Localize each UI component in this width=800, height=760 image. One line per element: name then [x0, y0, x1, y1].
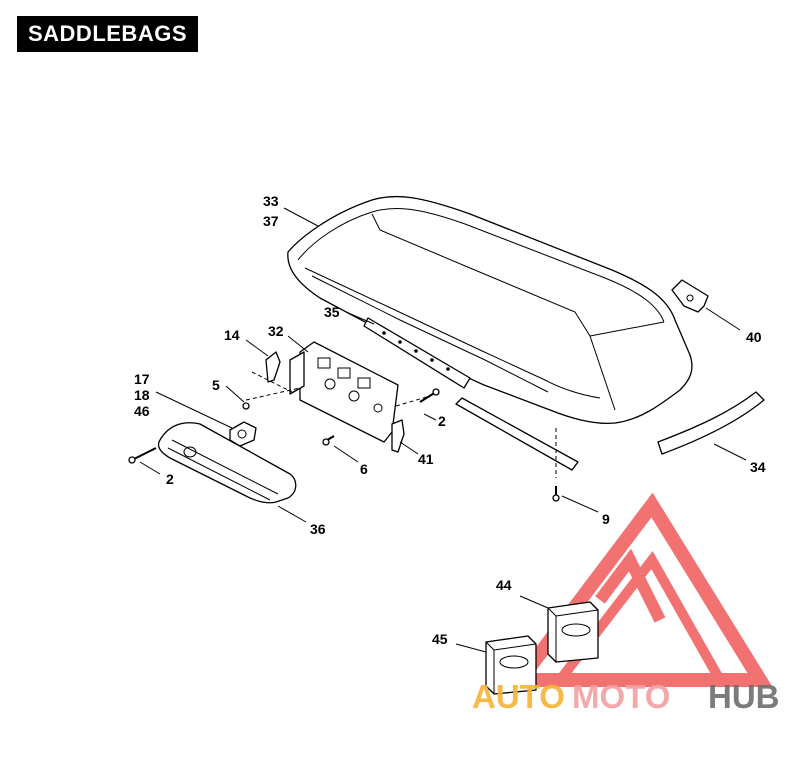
callout-40: 40	[746, 329, 762, 345]
emblem-box-44	[547, 601, 599, 663]
screw-9	[552, 486, 560, 502]
hinge-bracket	[671, 279, 709, 313]
emblem-box-45	[485, 635, 537, 695]
screw-6	[322, 435, 335, 446]
watermark-wordmark: AUTO MOTO HUB	[472, 678, 780, 715]
callout-2-right: 2	[438, 413, 446, 429]
watermark-logo-icon	[505, 492, 773, 687]
callout-45: 45	[432, 631, 448, 647]
latch-lever-right	[391, 419, 405, 453]
callout-2-left: 2	[166, 471, 174, 487]
callout-17: 17	[134, 371, 150, 387]
callout-5: 5	[212, 377, 220, 393]
lock-cylinder	[229, 421, 257, 447]
screw-2-right	[419, 388, 440, 403]
callout-34: 34	[750, 459, 766, 475]
callout-37: 37	[263, 213, 279, 229]
seal-strip	[657, 391, 765, 455]
watermark-moto: MOTO	[572, 678, 670, 715]
callout-44: 44	[496, 577, 512, 593]
callout-33: 33	[263, 193, 279, 209]
callout-32: 32	[268, 323, 284, 339]
callout-9: 9	[602, 511, 610, 527]
page-title: SADDLEBAGS	[17, 16, 198, 52]
watermark-auto: AUTO	[472, 678, 565, 715]
latch-plate	[289, 341, 399, 443]
screw-5	[242, 402, 250, 410]
latch-lever	[265, 351, 281, 383]
saddlebag-lid	[287, 195, 693, 424]
callout-46: 46	[134, 403, 150, 419]
callout-14: 14	[224, 327, 240, 343]
callout-35: 35	[324, 304, 340, 320]
emblem-trim	[157, 422, 297, 504]
alignment-lines	[245, 371, 557, 478]
callout-6: 6	[360, 461, 368, 477]
leader-lines	[139, 207, 747, 653]
long-strip	[455, 397, 579, 471]
callout-18: 18	[134, 387, 150, 403]
callout-41: 41	[418, 451, 434, 467]
callout-36: 36	[310, 521, 326, 537]
screw-2-left	[128, 447, 157, 464]
watermark-hub: HUB	[708, 678, 780, 715]
